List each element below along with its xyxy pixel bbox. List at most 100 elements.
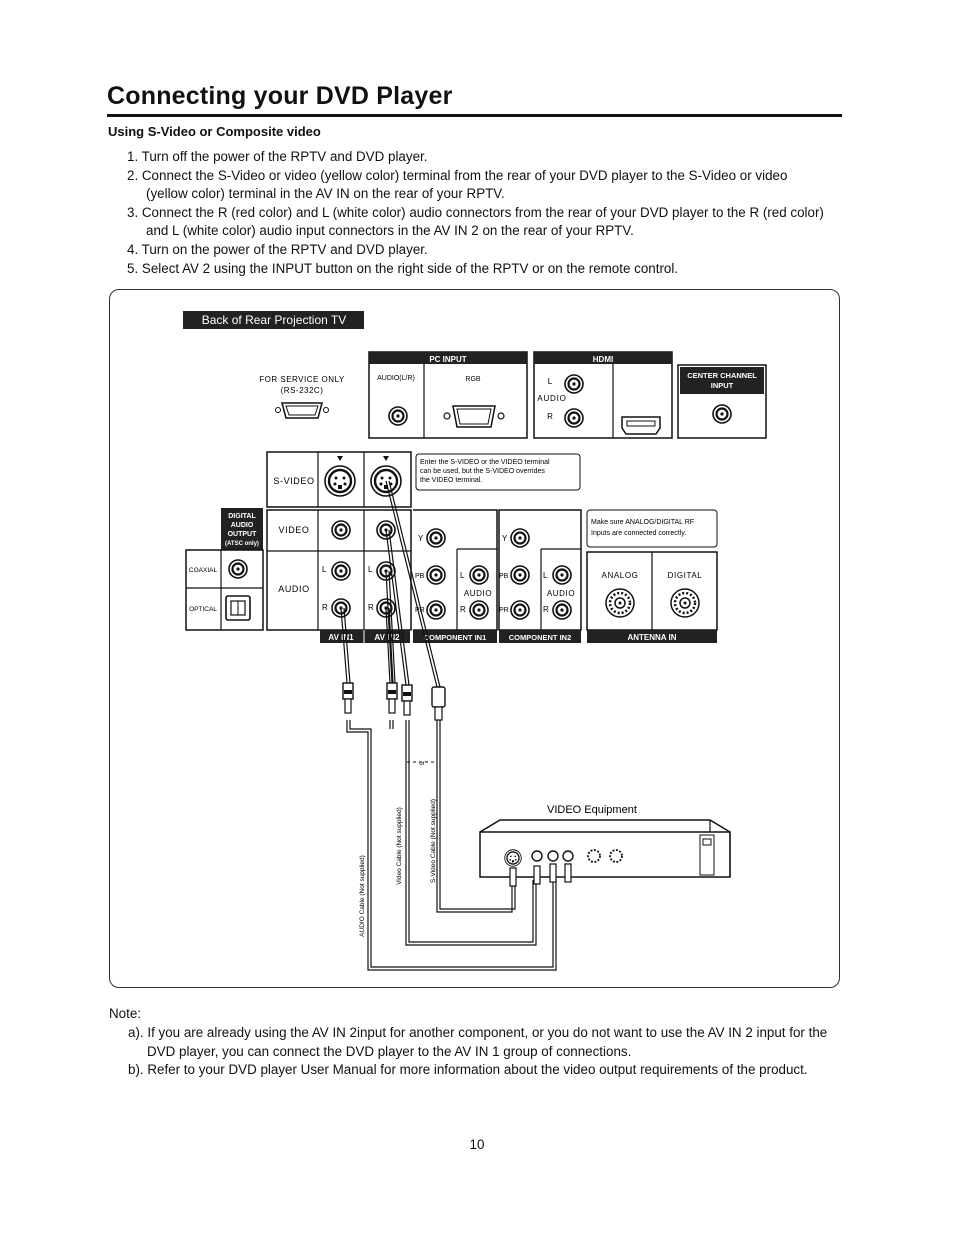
section-heading: Using S-Video or Composite video [108,124,321,139]
av1-audio-l-jack-icon [330,560,352,582]
component-in1-panel: Y PB PR L R AUDIO COMPONENT IN1 [413,509,498,643]
svideo-plug-icon [431,686,446,721]
optical-label: OPTICAL [189,606,217,613]
av1-l-label: L [322,565,327,574]
back-label-box [183,311,364,329]
comp1-pr-jack-icon [425,599,447,621]
digital-antenna-jack-icon [669,587,701,619]
comp2-audio-l-jack-icon [551,564,573,586]
video-cable-label: Video Cable (Not supplied) [396,807,403,885]
video-plug-icon [401,684,413,716]
comp2-pr-label: PR [499,607,509,614]
svideo-cable-label: S-Video Cable (Not supplied) [430,799,437,883]
comp1-pr-label: PR [415,607,425,614]
step-item: 4. Turn on the power of the RPTV and DVD… [127,241,428,257]
av2-l-label: L [368,565,373,574]
audio-label: AUDIO [278,584,310,594]
dvd-player-icon [479,819,731,887]
rf-tip: Make sure ANALOG/DIGITAL RF Inputs are c… [586,509,718,548]
av-in1-label: AV IN1 [328,633,354,642]
coaxial-jack-icon [227,558,249,580]
svideo-label: S-VIDEO [273,476,314,486]
antenna-in-label: ANTENNA IN [627,633,676,642]
optical-port-icon [225,595,251,621]
hdmi-l-label: L [548,377,553,386]
title-rule [107,114,842,117]
digital-audio-label-2: AUDIO [231,522,254,529]
pc-input-label: PC INPUT [429,355,466,364]
audio-plug-l-icon [342,682,354,714]
antenna-panel: ANALOG DIGITAL ANTENNA IN [586,551,718,643]
comp1-l-label: L [460,571,465,580]
step-item: 5. Select AV 2 using the INPUT button on… [127,260,679,276]
coaxial-label: COAXIAL [189,567,218,574]
comp2-l-label: L [543,571,548,580]
hdmi-audio-r-jack-icon [563,407,585,429]
hdmi-r-label: R [547,412,553,421]
rgb-label: RGB [465,376,481,383]
connection-diagram: Back of Rear Projection TV FOR SERVICE O… [109,289,840,988]
page-title: Connecting your DVD Player [107,82,453,110]
hdmi-port-icon [621,416,661,435]
comp1-y-jack-icon [425,527,447,549]
component-in2-label: COMPONENT IN2 [509,633,572,642]
svideo-tip: Enter the S-VIDEO or the VIDEO terminal … [415,453,581,491]
av2-r-label: R [368,603,374,612]
comp2-pb-jack-icon [509,564,531,586]
digital-label: DIGITAL [668,571,703,580]
component-in1-label: COMPONENT IN1 [424,633,487,642]
comp1-pb-label: PB [415,573,425,580]
rf-tip-line: Inputs are connected correctly. [591,530,686,537]
video-label: VIDEO [278,525,309,535]
av-in-panel: VIDEO AUDIO L R L R AV IN1 AV IN2 [266,509,412,643]
center-channel-label: CENTER CHANNEL [687,371,757,380]
svideo-row: S-VIDEO [266,451,412,508]
or-label: or [419,761,424,767]
service-label-sub: (RS-232C) [281,386,324,395]
svideo1-jack-icon [323,464,357,498]
center-channel-label-sub: INPUT [711,381,734,390]
note-label: Note: [109,1006,142,1021]
page-number: 10 [469,1137,485,1152]
comp1-pb-jack-icon [425,564,447,586]
note-item: a). If you are already using the AV IN 2… [128,1025,828,1059]
pc-input-panel: PC INPUT AUDIO(L/R) RGB [368,351,528,439]
comp1-r-label: R [460,605,466,614]
rf-tip-line: Make sure ANALOG/DIGITAL RF [591,519,694,526]
hdmi-panel: HDMI L AUDIO R [533,351,673,439]
audio-lr-label: AUDIO(L/R) [377,375,415,382]
hdmi-audio-l-jack-icon [563,373,585,395]
center-channel-panel: CENTER CHANNEL INPUT [677,364,767,439]
comp1-audio-l-jack-icon [468,564,490,586]
note-item: b). Refer to your DVD player User Manual… [128,1062,808,1078]
steps-list: 1. Turn off the power of the RPTV and DV… [127,148,832,278]
comp1-y-label: Y [418,534,424,543]
digital-audio-label-4: (ATSC only) [225,541,259,547]
video-equipment-label: VIDEO Equipment [547,804,637,816]
service-label: FOR SERVICE ONLY [259,375,345,384]
rs232-port-icon [275,402,329,419]
diagram-svg: Back of Rear Projection TV FOR SERVICE O… [183,311,767,971]
comp1-audio-label: AUDIO [464,589,492,598]
svideo-tip-line: Enter the S-VIDEO or the VIDEO terminal [420,459,550,466]
step-item: 3. Connect the R (red color) and L (whit… [127,204,824,239]
svideo-tip-line: the VIDEO terminal. [420,477,482,484]
audio-plug-r-icon [386,682,398,714]
analog-label: ANALOG [602,571,639,580]
comp2-y-jack-icon [509,527,531,549]
digital-audio-label-3: OUTPUT [228,531,258,538]
av1-video-jack-icon [330,519,352,541]
comp2-pb-label: PB [499,573,509,580]
pc-audio-jack-icon [387,405,409,427]
hdmi-label: HDMI [593,355,613,364]
back-label: Back of Rear Projection TV [202,313,347,327]
digital-audio-panel: DIGITAL AUDIO OUTPUT (ATSC only) COAXIAL… [185,508,264,631]
comp2-r-label: R [543,605,549,614]
notes-list: a). If you are already using the AV IN 2… [128,1024,840,1080]
cable-plugs [342,682,446,721]
component-in2-panel: Y PB PR L R AUDIO COMPONENT IN2 [498,509,582,643]
comp2-audio-r-jack-icon [551,599,573,621]
cables [340,480,557,971]
digital-audio-label: DIGITAL [228,513,256,520]
comp2-pr-jack-icon [509,599,531,621]
